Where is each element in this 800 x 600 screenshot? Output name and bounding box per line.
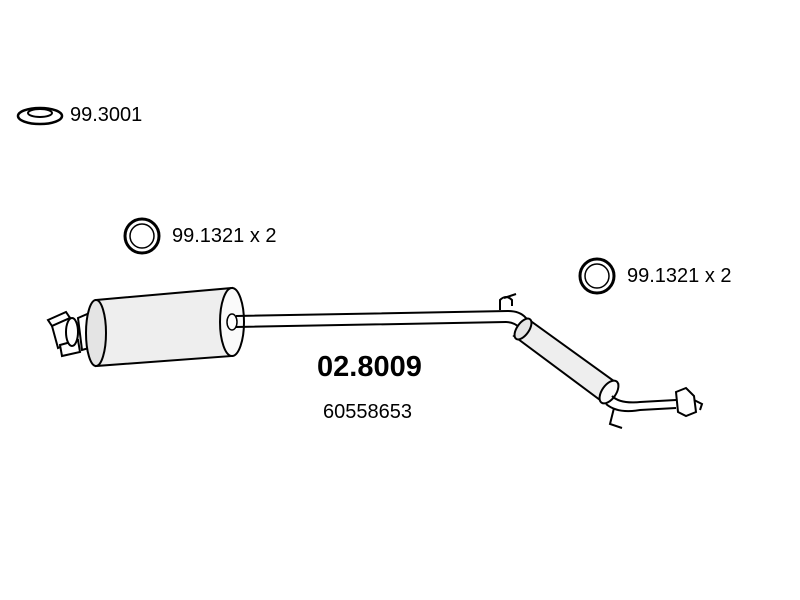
o-ring-icon-right: [578, 257, 616, 295]
middle-pipe: [235, 309, 537, 335]
front-muffler: [85, 286, 245, 368]
front-flange: [46, 310, 98, 358]
pipe-hanger: [499, 293, 517, 310]
flat-gasket-icon: [16, 106, 64, 126]
gasket-code: 99.3001: [70, 104, 143, 126]
o-ring-icon-left: [123, 217, 161, 255]
ring-right-code: 99.1321 x 2: [627, 265, 732, 287]
ring-left-code: 99.1321 x 2: [172, 225, 277, 247]
tail-pipe: [605, 386, 704, 429]
rear-muffler: [512, 317, 620, 405]
product-code: 02.8009: [317, 351, 422, 383]
oem-number: 60558653: [323, 401, 412, 423]
